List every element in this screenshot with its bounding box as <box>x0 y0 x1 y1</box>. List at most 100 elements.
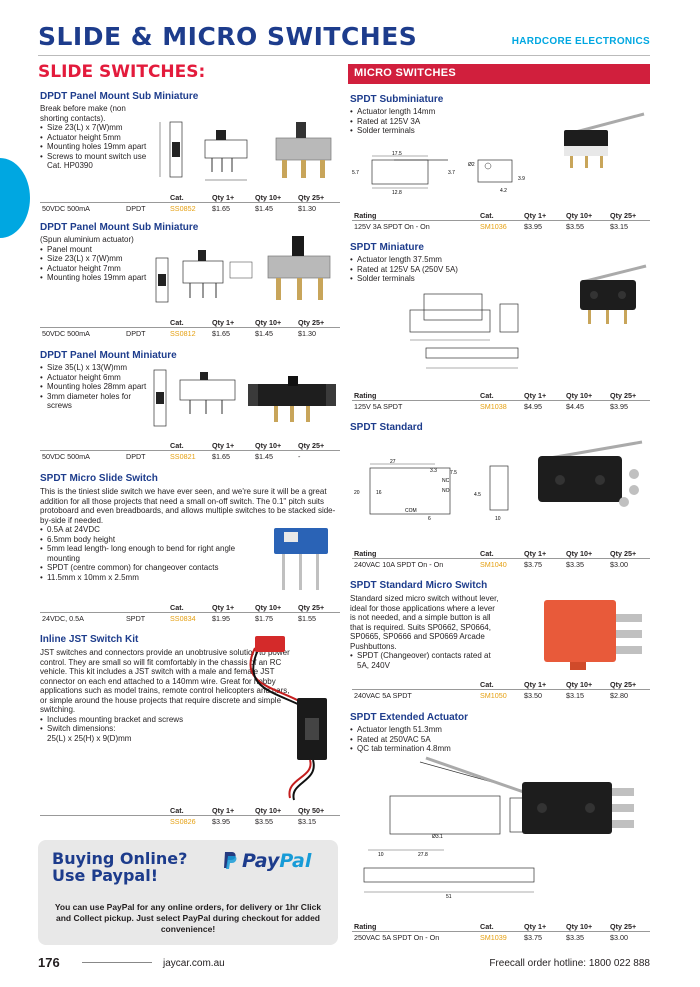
rating-cell: 50VDC 500mA <box>42 329 90 338</box>
col-qty10: Qty 10+ <box>255 806 282 815</box>
rating-cell: 250VAC 5A SPDT On - On <box>354 933 440 942</box>
price-row: 240VAC 10A SPDT On - On SM1040 $3.75 $3.… <box>352 560 652 571</box>
cat-link[interactable]: SM1040 <box>480 560 507 569</box>
desc-bullet: Rated at 250VAC 5A <box>350 735 520 745</box>
desc-dimensions: 25(L) x 25(H) x 9(D)mm <box>47 733 132 743</box>
desc-bullet: Panel mount <box>40 245 160 255</box>
col-qty10: Qty 10+ <box>255 441 282 450</box>
cat-link[interactable]: SM1038 <box>480 402 507 411</box>
price-qty25: $3.00 <box>610 560 628 569</box>
product-intro: JST switches and connectors provide an u… <box>40 648 290 714</box>
col-rating: Rating <box>354 922 377 931</box>
cat-link[interactable]: SS0812 <box>170 329 196 338</box>
price-table-header: Cat. Qty 1+ Qty 10+ Qty 25+ <box>40 603 340 614</box>
dim-label: Ø2 <box>468 162 475 168</box>
ss0821-photo <box>248 376 336 422</box>
footer-website-link[interactable]: jaycar.com.au <box>163 958 225 969</box>
price-table-sm1038: Rating Cat. Qty 1+ Qty 10+ Qty 25+ 125V … <box>352 391 652 413</box>
sm1036-photo <box>564 112 645 168</box>
col-qty10: Qty 10+ <box>566 680 593 689</box>
price-row: 125V 3A SPDT On - On SM1036 $3.95 $3.55 … <box>352 222 652 233</box>
price-row: 240VAC 5A SPDT SM1050 $3.50 $3.15 $2.80 <box>352 691 652 702</box>
cat-link[interactable]: SM1039 <box>480 933 507 942</box>
col-qty10: Qty 10+ <box>255 603 282 612</box>
paypal-logo-pay: Pay <box>242 850 280 872</box>
sm1040-photo <box>538 440 643 507</box>
col-qty10: Qty 10+ <box>255 318 282 327</box>
desc-line: (Spun aluminium actuator) <box>40 235 134 244</box>
col-qty10: Qty 10+ <box>566 922 593 931</box>
price-table-header: Rating Cat. Qty 1+ Qty 10+ Qty 25+ <box>352 922 652 933</box>
cat-link[interactable]: SS0852 <box>170 204 196 213</box>
desc-bullet: Size 23(L) x 7(W)mm <box>40 123 150 133</box>
product-ss0826: Inline JST Switch Kit JST switches and c… <box>40 634 340 743</box>
desc-bullet: 3mm diameter holes for screws <box>40 392 150 411</box>
dim-label: COM <box>405 508 417 514</box>
product-ss0852: DPDT Panel Mount Sub Miniature Break bef… <box>40 91 340 171</box>
paypal-logo-pal: Pal <box>279 850 312 872</box>
product-sm1038: SPDT Miniature Actuator length 37.5mm Ra… <box>350 242 650 284</box>
dim-label: NO <box>442 488 450 494</box>
price-qty1: $3.95 <box>212 817 230 826</box>
col-qty25: Qty 25+ <box>298 318 325 327</box>
page-number: 176 <box>38 955 60 970</box>
price-table-sm1040: Rating Cat. Qty 1+ Qty 10+ Qty 25+ 240VA… <box>352 549 652 571</box>
price-qty10: $3.15 <box>566 691 584 700</box>
col-rating: Rating <box>354 549 377 558</box>
cat-link[interactable]: SM1036 <box>480 222 507 231</box>
ss0821-dimension-diagram <box>153 369 236 427</box>
price-table-header: Cat. Qty 1+ Qty 10+ Qty 25+ <box>352 680 652 691</box>
col-qty10: Qty 10+ <box>566 549 593 558</box>
product-description: Includes mounting bracket and screws Swi… <box>40 715 265 744</box>
col-qty1: Qty 1+ <box>212 806 235 815</box>
price-qty10: $1.45 <box>255 204 273 213</box>
price-row: 24VDC, 0.5A SPDT SS0834 $1.95 $1.75 $1.5… <box>40 614 340 625</box>
col-cat: Cat. <box>480 680 494 689</box>
dim-label: 51 <box>446 894 452 900</box>
desc-bullet: Size 35(L) x 13(W)mm <box>40 363 150 373</box>
desc-bullet: Mounting holes 28mm apart <box>40 382 150 392</box>
dim-label: 3.7 <box>448 170 455 176</box>
product-heading: SPDT Standard <box>350 422 423 433</box>
desc-line: Break before make (non shorting contacts… <box>40 104 126 123</box>
product-ss0834: SPDT Micro Slide Switch This is the tini… <box>40 473 340 582</box>
product-heading: DPDT Panel Mount Sub Miniature <box>40 91 199 102</box>
price-table-ss0826: Cat. Qty 1+ Qty 10+ Qty 50+ SS0826 $3.95… <box>40 806 340 828</box>
desc-bullet: 0.5A at 24VDC <box>40 525 265 535</box>
price-table-header: Rating Cat. Qty 1+ Qty 10+ Qty 25+ <box>352 391 652 402</box>
price-table-sm1050: Cat. Qty 1+ Qty 10+ Qty 25+ 240VAC 5A SP… <box>352 680 652 702</box>
paypal-promo-box <box>38 840 338 945</box>
desc-bullet: Actuator height 7mm <box>40 264 160 274</box>
price-qty1: $1.95 <box>212 614 230 623</box>
price-table-header: Rating Cat. Qty 1+ Qty 10+ Qty 25+ <box>352 211 652 222</box>
price-row: SS0826 $3.95 $3.55 $3.15 <box>40 817 340 828</box>
col-qty25: Qty 25+ <box>298 603 325 612</box>
desc-bullet: QC tab termination 4.8mm <box>350 744 520 754</box>
footer-hotline: Freecall order hotline: 1800 022 888 <box>489 958 650 969</box>
cat-link[interactable]: SM1050 <box>480 691 507 700</box>
col-qty25: Qty 25+ <box>610 549 637 558</box>
cat-link[interactable]: SS0834 <box>170 614 196 623</box>
rating-cell: 125V 3A SPDT On - On <box>354 222 430 231</box>
col-cat: Cat. <box>170 441 184 450</box>
product-description: (Spun aluminium actuator) Panel mount Si… <box>40 235 160 283</box>
col-qty25: Qty 25+ <box>610 211 637 220</box>
cat-link[interactable]: SS0826 <box>170 817 196 826</box>
product-heading: SPDT Standard Micro Switch <box>350 580 488 591</box>
sm1036-dimension-diagram: 17.5 12.8 5.7 3.7 Ø2 3.9 4.2 <box>352 151 525 196</box>
desc-bullet: Size 23(L) x 7(W)mm <box>40 254 160 264</box>
col-cat: Cat. <box>480 391 494 400</box>
ss0852-dimension-diagram <box>159 121 248 181</box>
price-row: 50VDC 500mA DPDT SS0852 $1.65 $1.45 $1.3… <box>40 204 340 215</box>
col-qty10: Qty 10+ <box>566 211 593 220</box>
paypal-p-icon <box>222 850 238 870</box>
col-qty1: Qty 1+ <box>212 603 235 612</box>
desc-bullet: Solder terminals <box>350 126 500 136</box>
ss0812-photo <box>267 236 331 300</box>
cat-link[interactable]: SS0821 <box>170 452 196 461</box>
col-qty50: Qty 50+ <box>298 806 325 815</box>
product-heading: SPDT Miniature <box>350 242 424 253</box>
col-rating: Rating <box>354 391 377 400</box>
dim-label: 12.8 <box>392 190 402 196</box>
price-row: 50VDC 500mA DPDT SS0821 $1.65 $1.45 - <box>40 452 340 463</box>
